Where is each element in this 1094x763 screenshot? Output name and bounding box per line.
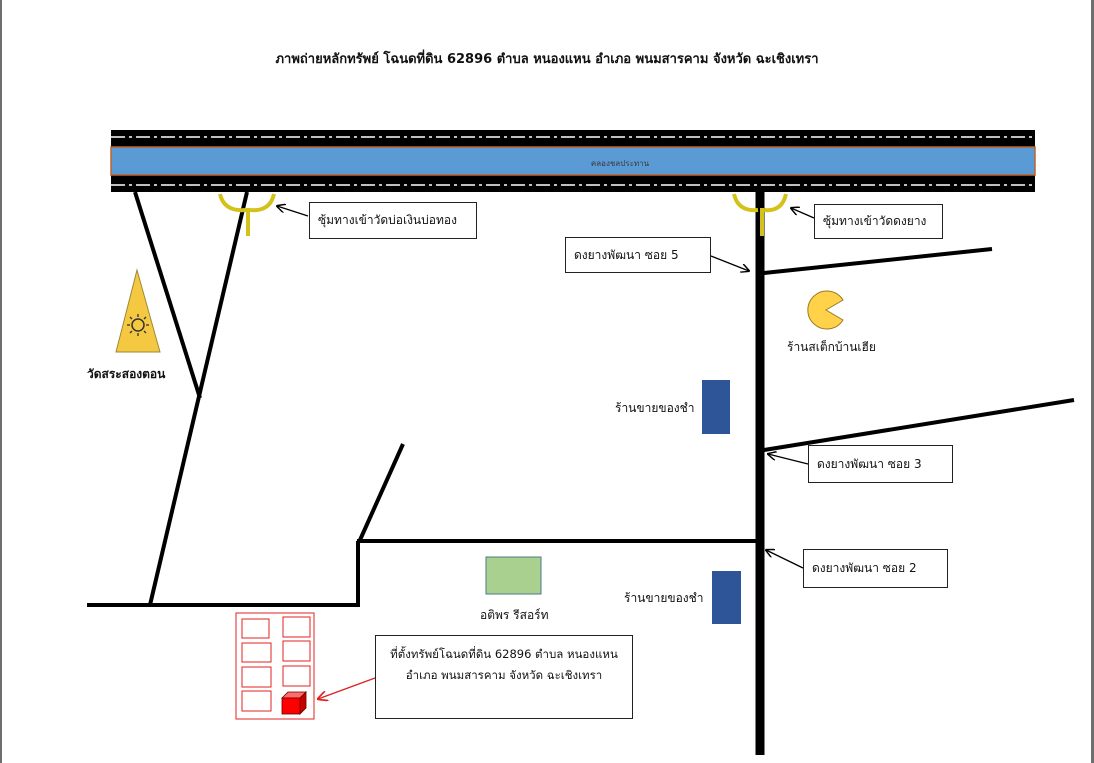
arrow-soi3 <box>768 454 809 465</box>
arrow-soi5 <box>710 255 749 271</box>
game-shop-icon <box>807 290 844 330</box>
arrow-property <box>318 677 376 699</box>
callout-soi5: ดงยางพัฒนา ซอย 5 <box>565 237 711 273</box>
shop-upper-marker <box>702 380 730 434</box>
page-title: ภาพถ่ายหลักทรัพย์ โฉนดที่ดิน 62896 ตำบล … <box>275 52 819 67</box>
arrow-gate-left <box>277 206 309 217</box>
shop-upper-label: ร้านขายของชำ <box>615 401 695 415</box>
gate-left-icon <box>218 193 276 236</box>
left-road-b <box>148 191 249 606</box>
arrow-soi2 <box>766 550 804 569</box>
property-grid <box>235 612 315 720</box>
page-edge-right <box>1091 0 1094 763</box>
property-callout: ที่ตั้งทรัพย์โฉนดที่ดิน 62896 ตำบล หนองแ… <box>375 635 633 719</box>
canal-label: คลองชลประทาน <box>590 159 650 168</box>
callout-gate-left: ซุ้มทางเข้าวัดบ่อเงินบ่อทอง <box>309 202 477 239</box>
property-line-1: ที่ตั้งทรัพย์โฉนดที่ดิน 62896 ตำบล หนองแ… <box>390 647 618 661</box>
property-line-2: อำเภอ พนมสารคาม จังหวัด ฉะเชิงเทรา <box>405 668 603 682</box>
left-road-a <box>133 191 202 399</box>
resort-label: อติพร รีสอร์ท <box>480 608 549 622</box>
page-edge-left <box>0 0 2 763</box>
shop-lower-marker <box>712 571 741 624</box>
diagonal-road <box>358 443 405 541</box>
canal-road <box>110 130 1036 192</box>
soi5-road <box>763 247 993 275</box>
callout-soi2: ดงยางพัฒนา ซอย 2 <box>803 549 948 588</box>
bottom-road <box>87 541 360 607</box>
gate-right-icon <box>732 193 788 236</box>
canal <box>110 146 1036 176</box>
temple-icon <box>115 268 161 353</box>
callout-soi3: ดงยางพัฒนา ซอย 3 <box>808 445 953 483</box>
temple-label: วัดสระสองตอน <box>87 367 166 381</box>
arrow-gate-right <box>791 208 815 219</box>
shop-lower-label: ร้านขายของชำ <box>624 591 704 605</box>
property-marker-icon <box>281 691 307 715</box>
resort-marker <box>485 556 542 595</box>
game-shop-label: ร้านสเต็กบ้านเฮีย <box>787 340 876 354</box>
callout-gate-right: ซุ้มทางเข้าวัดดงยาง <box>814 204 943 239</box>
soi3-road <box>763 398 1075 452</box>
